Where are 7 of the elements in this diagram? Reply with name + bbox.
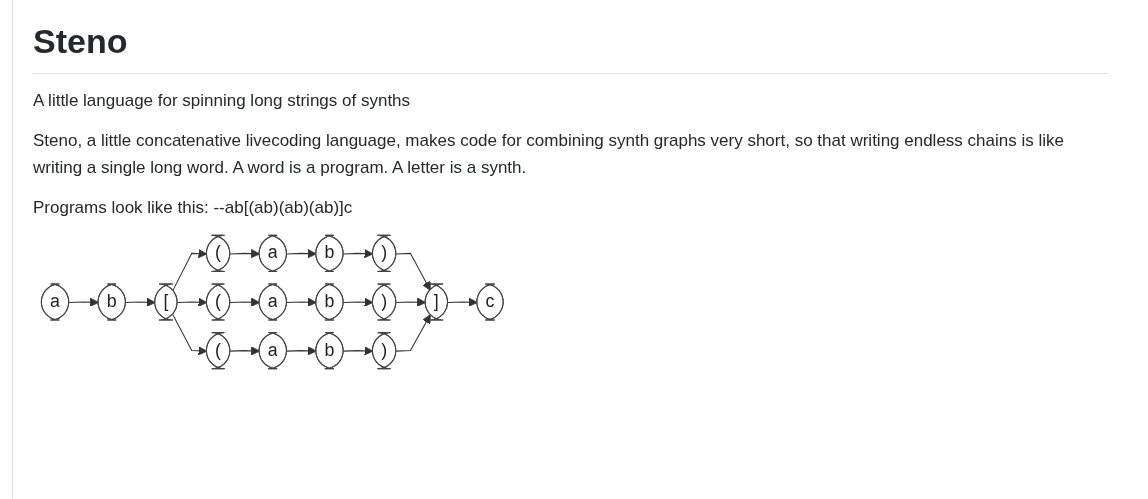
paragraph: Steno, a little concatenative livecoding language, makes code for combining synth graphs very short, so that writing endless chains is like writing a single long word. A word is a program. A letter is a synth. <box>33 130 1065 179</box>
paragraph: Programs look like this: --ab[(ab)(ab)(ab)]c <box>33 197 354 220</box>
arrow <box>395 253 431 292</box>
arrow <box>395 314 431 353</box>
paragraph: A little language for spinning long strings of synths <box>33 90 412 112</box>
arrow <box>68 298 99 308</box>
page-title: Steno <box>33 0 1108 74</box>
